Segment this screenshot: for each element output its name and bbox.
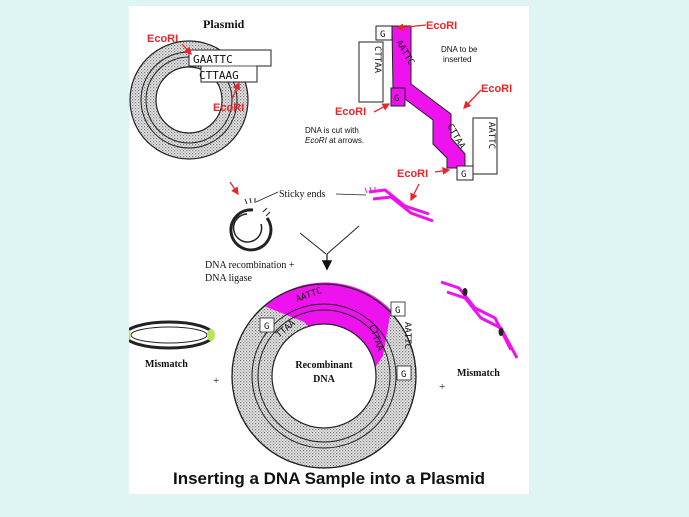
insert-label-line1: DNA to be [441,45,478,54]
dna-cut-label-line1: DNA is cut with [305,126,359,135]
ecori-arrow-plasmid-top [181,43,192,55]
diagram-caption: Inserting a DNA Sample into a Plasmid [173,469,485,488]
mismatch-insert [440,280,519,359]
mismatch-label-right: Mismatch [457,368,500,379]
ecori-label-insert-right: EcoRI [481,83,512,95]
dna-cut-enzyme: EcoRI [305,136,328,145]
recomb-g-left: G [264,322,269,332]
insert-aattc-right: AATTC [486,122,496,149]
recomb-g-right-top: G [395,306,400,316]
insert-g-top: G [380,30,385,40]
insert-cttaa-left: CTTAA [372,46,382,74]
insert-left-box [358,25,406,107]
recombinant-ring [231,282,417,469]
dna-cut-label-line2: EcoRI at arrows. [305,136,364,145]
mismatch-plasmid [129,320,215,350]
plasmid-top-strand: GAATTC [193,53,233,66]
insert-g-mid: G [394,94,399,104]
merge-line-right [326,225,360,255]
recomb-g-right-bottom: G [401,370,406,380]
ecori-label-plasmid-top: EcoRI [147,33,178,45]
plus-right: + [439,381,445,393]
plasmid-sequence-box [188,49,272,83]
dna-cut-suffix: at arrows. [327,136,364,145]
cut-insert-fragment [364,186,434,223]
sticky-pointer-right [335,193,367,196]
ecori-arrow-insert-right [463,89,482,109]
recombinant-insert-boxes [259,301,412,381]
arrow-plasmid-down [229,181,239,196]
sticky-ends-label: Sticky ends [279,189,325,200]
recomb-aattc-right: AATTC [402,322,412,349]
arrow-insert-down [410,183,420,202]
sticky-pointer-left [255,191,279,203]
ecori-arrow-insert-bottom [434,167,451,175]
ecori-label-insert-top: EcoRI [426,20,457,32]
recombinant-label-line1: Recombinant [295,360,353,371]
ecori-arrow-plasmid-bottom [231,81,240,100]
plasmid-bottom-strand: CTTAAG [199,69,239,82]
plus-left: + [213,375,219,387]
recombinant-label-line2: DNA [313,374,335,385]
merge-line-left [299,232,327,255]
recombination-label-line1: DNA recombination + [205,260,295,271]
recombination-label-line2: DNA ligase [205,273,253,284]
insert-g-bottom: G [461,170,466,180]
ecori-arrow-insert-top [395,23,427,32]
ecori-label-insert-left: EcoRI [335,106,366,118]
ecori-label-insert-bottom: EcoRI [397,168,428,180]
plasmid-title: Plasmid [203,17,245,31]
plasmid-diagram: GAATTC CTTAAG Plasmid EcoRI EcoRI G CTTA… [129,17,519,488]
diagram-panel: GAATTC CTTAAG Plasmid EcoRI EcoRI G CTTA… [129,6,529,494]
ecori-label-plasmid-bottom: EcoRI [213,102,244,114]
cut-plasmid [229,197,273,252]
insert-right-box [456,117,498,181]
mismatch-label-left: Mismatch [145,359,188,370]
ecori-arrow-insert-left [373,103,391,113]
insert-label-line2: inserted [443,55,471,64]
